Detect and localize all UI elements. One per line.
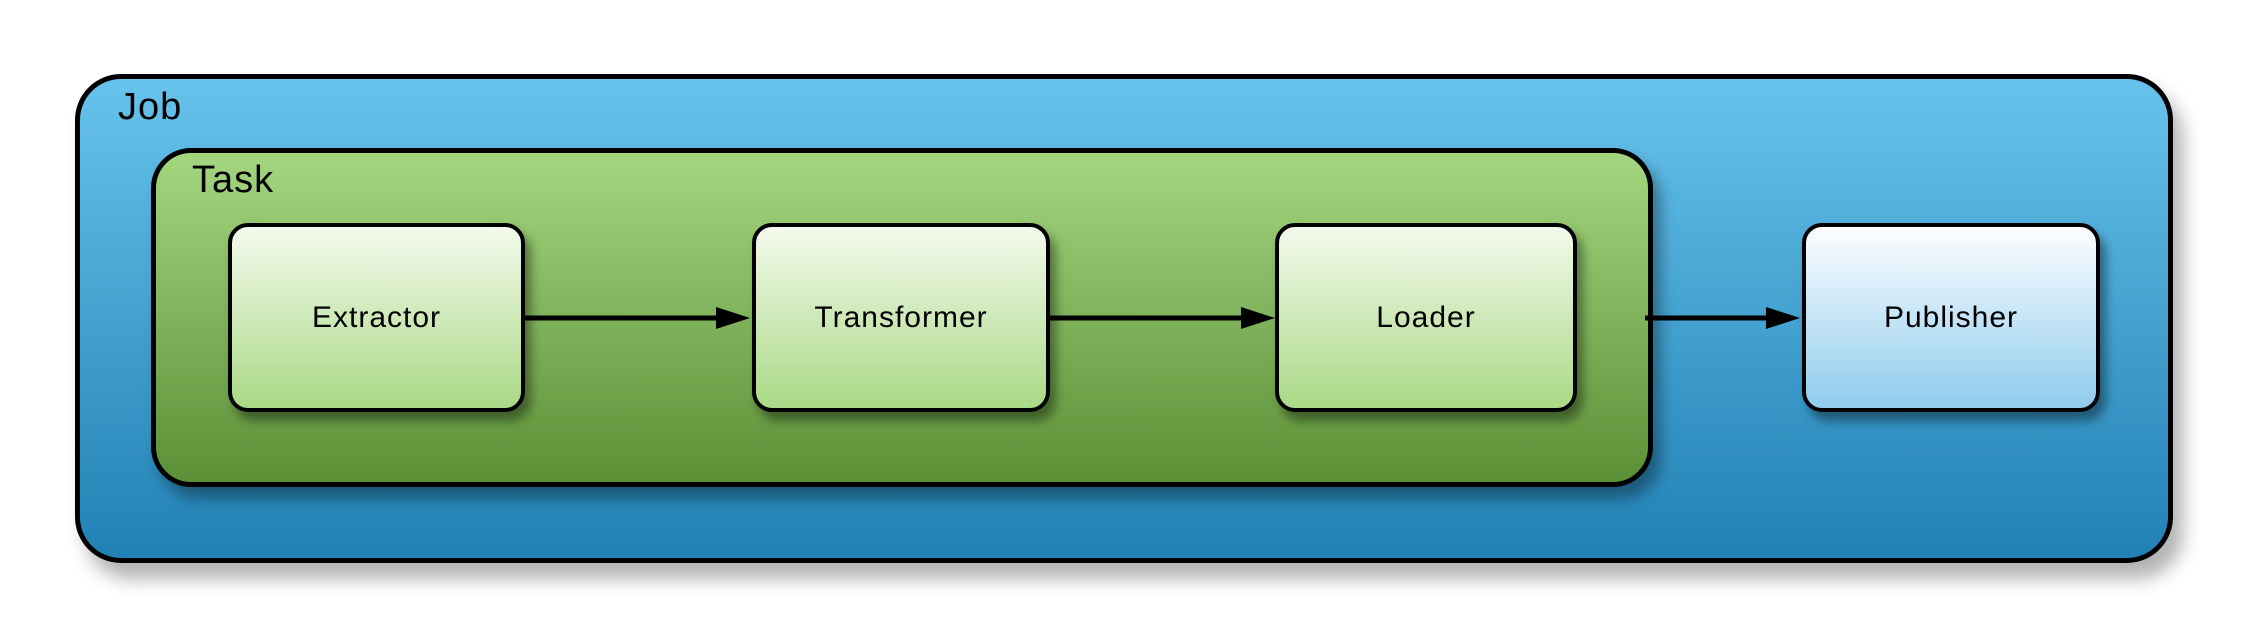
task-label: Task	[192, 159, 275, 201]
node-transformer: Transformer	[752, 223, 1050, 412]
node-loader-label: Loader	[1376, 300, 1476, 334]
node-publisher-label: Publisher	[1883, 300, 2019, 334]
job-label: Job	[118, 86, 183, 128]
node-transformer-label: Transformer	[814, 300, 988, 334]
node-publisher: Publisher	[1802, 223, 2100, 412]
node-extractor: Extractor	[228, 223, 525, 412]
node-loader: Loader	[1275, 223, 1577, 412]
node-extractor-label: Extractor	[311, 300, 442, 334]
